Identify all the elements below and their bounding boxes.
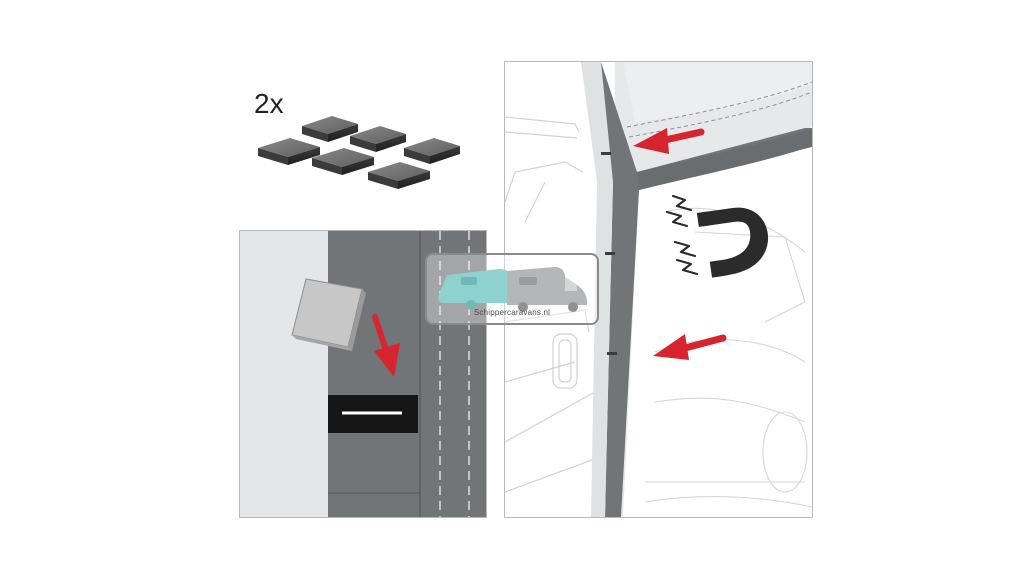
magnetic-field-icon [665, 194, 699, 276]
magnet-pad-icon [350, 126, 406, 152]
horseshoe-magnet-icon [696, 207, 769, 278]
magnet-pad-icon [291, 278, 366, 351]
magnet-pad-icon [258, 138, 320, 165]
install-detail-panel [239, 230, 487, 518]
van-body-outline [505, 116, 601, 493]
arrow-icon [653, 334, 727, 360]
arrow-icon [372, 314, 400, 377]
motorhome-icon [507, 267, 587, 312]
magnet-pad-icon [404, 138, 460, 164]
magnet-pad-icon [368, 162, 430, 189]
quantity-label: 2x [254, 88, 284, 119]
magnet-pads-group [250, 108, 480, 208]
arrow-icon [633, 128, 705, 154]
magnet-pad-icon [302, 116, 358, 142]
watermark-logo: Schippercaravans.nl [425, 253, 599, 325]
caravan-icon [438, 269, 513, 310]
watermark-text: Schippercaravans.nl [473, 308, 551, 317]
magnet-pad-icon [312, 148, 374, 175]
